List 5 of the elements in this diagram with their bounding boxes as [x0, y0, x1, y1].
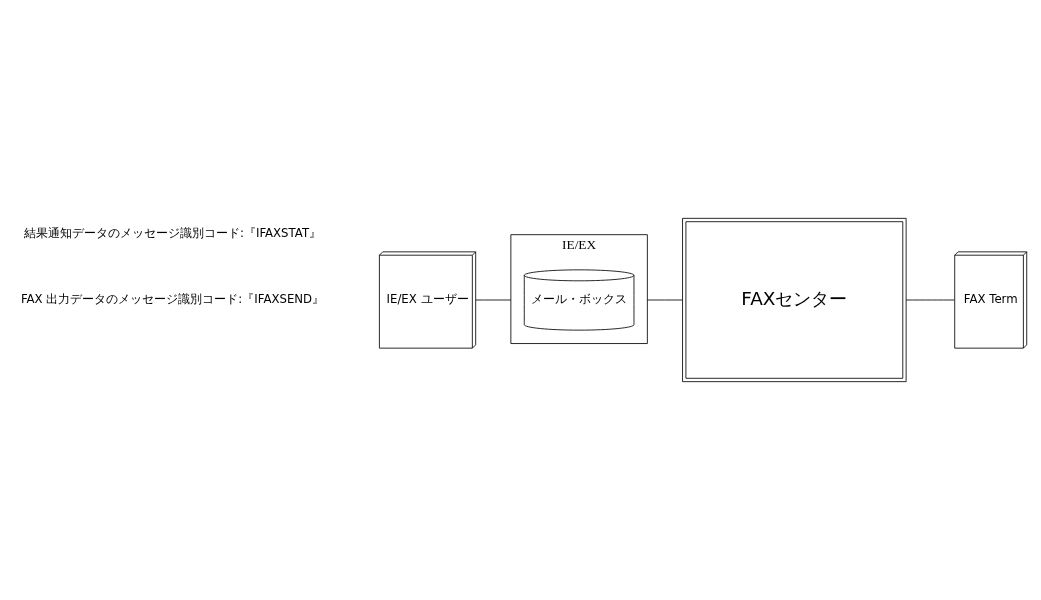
connector	[646, 299, 683, 301]
connector	[905, 299, 955, 301]
label: 結果通知データのメッセージ識別コード:『IFAXSTAT』	[24, 225, 322, 240]
connector	[475, 299, 512, 301]
label: FAX 出力データのメッセージ識別コード:『IFAXSEND』	[20, 292, 325, 307]
